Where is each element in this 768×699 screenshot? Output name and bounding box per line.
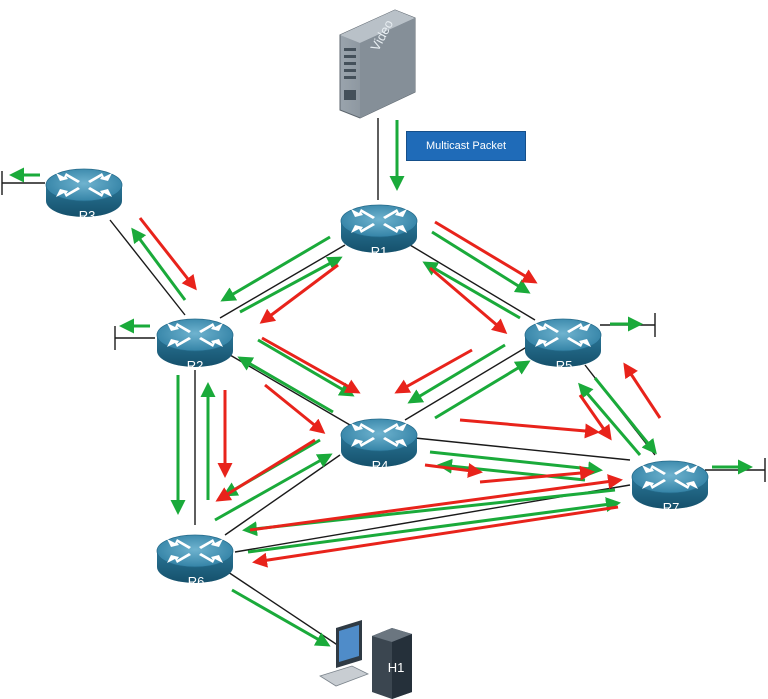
prune-arrows — [138, 217, 662, 568]
router-label-r2: R2 — [187, 358, 204, 373]
arrow-prune-r1-r5b — [429, 266, 508, 334]
arrow-prune-r5-r4 — [394, 348, 473, 394]
arrow-r1-r2 — [220, 235, 331, 302]
arrow-prune-r7-r5 — [623, 362, 662, 419]
link-r1-r5 — [409, 244, 536, 321]
arrow-r4-r5 — [434, 360, 531, 420]
arrow-r2-r1 — [239, 256, 343, 314]
arrow-r6-r7 — [247, 497, 621, 554]
link-r4-r7 — [414, 437, 631, 461]
router-label-r4: R4 — [372, 458, 389, 473]
arrow-prune-r4-r7 — [459, 418, 600, 439]
router-r7[interactable]: R7 — [631, 460, 709, 515]
arrow-r5-r1 — [422, 261, 521, 320]
multicast-packet-callout: Multicast Packet — [406, 131, 526, 161]
arrow-r4-r2 — [237, 356, 334, 414]
link-r4-r5 — [404, 344, 531, 421]
router-label-r7: R7 — [663, 500, 680, 515]
arrow-r5-r7 — [593, 377, 657, 455]
arrow-prune-r7-r6 — [252, 505, 619, 568]
host-h1[interactable]: H1 — [319, 620, 412, 699]
arrow-r7-r5 — [578, 382, 642, 456]
forward-arrows — [8, 120, 753, 647]
link-r2-r4 — [229, 354, 351, 426]
link-r2-r3 — [109, 219, 186, 316]
arrow-r5-r4 — [407, 343, 506, 404]
router-label-r1: R1 — [371, 244, 388, 259]
monitor-icon — [319, 620, 369, 687]
arrow-r6-h1 — [231, 588, 331, 647]
router-r2[interactable]: R2 — [156, 318, 234, 373]
arrow-prune-r2-r4 — [261, 336, 361, 394]
router-r5[interactable]: R5 — [524, 318, 602, 373]
arrow-prune-r2-r4b — [264, 383, 326, 434]
router-label-r6: R6 — [188, 574, 205, 589]
arrow-prune-r4-r6 — [215, 438, 316, 502]
router-r3[interactable]: R3 — [45, 168, 123, 223]
arrow-r4-r7 — [429, 450, 603, 477]
arrow-r2-r4 — [257, 338, 355, 397]
tower-icon — [372, 628, 412, 699]
arrow-r1-r5 — [431, 230, 531, 294]
link-r6-h1 — [224, 569, 346, 651]
router-r6[interactable]: R6 — [156, 534, 234, 589]
router-label-r5: R5 — [556, 358, 573, 373]
arrow-prune-r1-r5 — [434, 220, 538, 284]
arrow-prune-r1-r2 — [259, 263, 339, 324]
host-label-h1: H1 — [388, 660, 405, 675]
arrow-prune-r5-r7 — [578, 394, 612, 441]
links — [1, 118, 766, 651]
arrow-r2-r3 — [131, 227, 187, 301]
arrow-prune-r3-r2 — [138, 217, 197, 291]
router-r1[interactable]: R1 — [340, 204, 418, 259]
video-server: Video — [339, 9, 416, 119]
arrow-r6-r4 — [214, 453, 333, 522]
router-label-r3: R3 — [79, 208, 96, 223]
router-r4[interactable]: R4 — [340, 418, 418, 473]
arrow-prune-r6-r7 — [249, 474, 623, 532]
arrow-prune-r4-r7b — [424, 463, 483, 478]
link-r1-r2 — [219, 244, 346, 319]
arrow-prune-r4-r7c — [479, 465, 595, 484]
arrow-r7-r4 — [437, 458, 586, 482]
